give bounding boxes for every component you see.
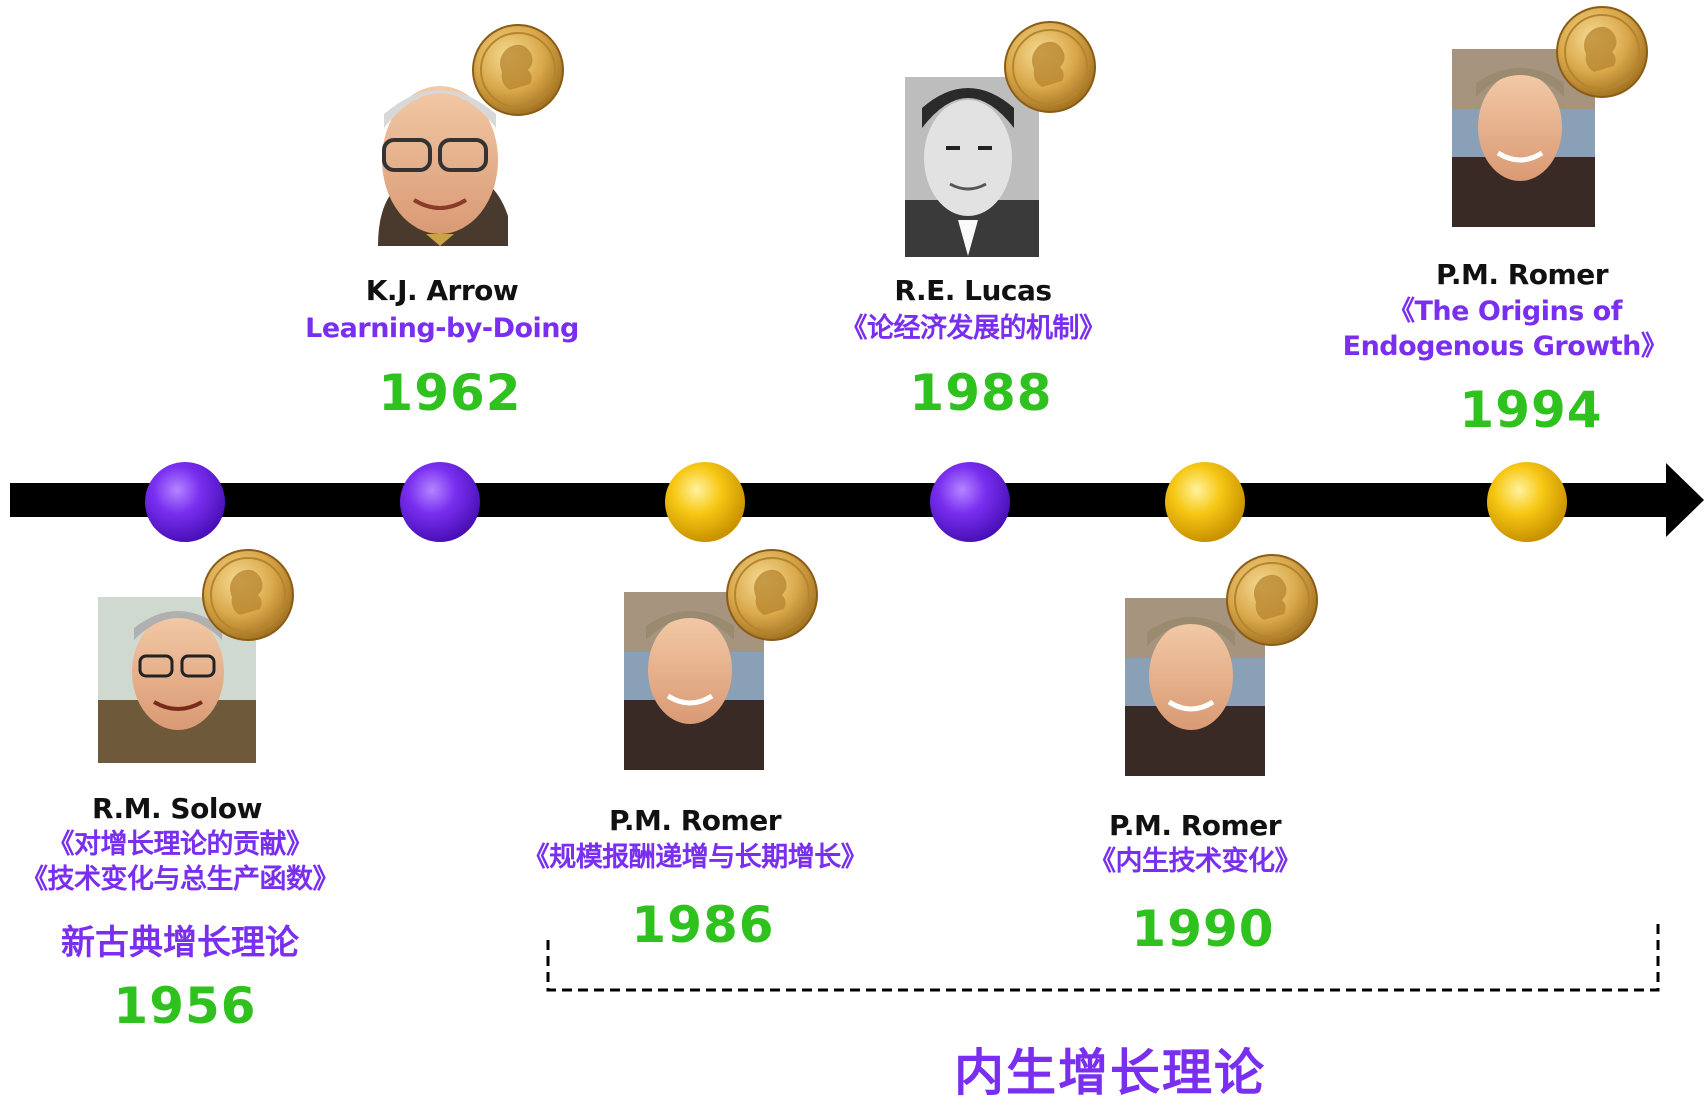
portrait-romer-1994 [1452, 49, 1595, 227]
event-work: 《规模报酬递增与长期增长》 [522, 842, 868, 873]
portrait-lucas [905, 77, 1039, 257]
theory-neoclassical: 新古典增长理论 [61, 923, 299, 963]
timeline-arrowhead [1666, 463, 1704, 537]
event-work: 《对增长理论的贡献》 [47, 829, 314, 860]
event-name: P.M. Romer [1435, 258, 1609, 291]
nobel-medal-icon [726, 549, 818, 641]
event-name: R.M. Solow [91, 792, 263, 825]
event-work: 《论经济发展的机制》 [840, 313, 1107, 344]
event-name: K.J. Arrow [365, 274, 519, 307]
event-work: 《内生技术变化》 [1089, 846, 1302, 877]
event-work: 《技术变化与总生产函数》 [21, 864, 340, 895]
event-year: 1956 [113, 977, 257, 1035]
portrait-arrow [378, 86, 508, 246]
event-year: 1962 [378, 364, 522, 422]
dot-1988 [930, 462, 1010, 542]
timeline-dots [145, 462, 1567, 542]
event-name: R.E. Lucas [894, 274, 1052, 307]
theory-endogenous: 内生增长理论 [954, 1044, 1266, 1102]
timeline-axis [10, 483, 1670, 517]
event-name: P.M. Romer [1108, 809, 1282, 842]
event-work: Endogenous Growth》 [1342, 331, 1668, 362]
event-year: 1986 [631, 896, 775, 954]
event-work: Learning-by-Doing [305, 313, 579, 344]
dot-1986 [665, 462, 745, 542]
dot-1956 [145, 462, 225, 542]
dot-1990 [1165, 462, 1245, 542]
nobel-medal-icon [1004, 21, 1096, 113]
event-work: 《The Origins of [1388, 296, 1622, 327]
nobel-medal-icon [1226, 554, 1318, 646]
endogenous-bracket [546, 918, 1660, 992]
nobel-medal-icon [202, 549, 294, 641]
event-year: 1988 [909, 364, 1053, 422]
nobel-medal-icon [472, 24, 564, 116]
event-year: 1994 [1459, 381, 1603, 439]
dot-1962 [400, 462, 480, 542]
nobel-medal-icon [1556, 6, 1648, 98]
dot-1994 [1487, 462, 1567, 542]
event-name: P.M. Romer [608, 804, 782, 837]
event-year: 1990 [1131, 900, 1275, 958]
